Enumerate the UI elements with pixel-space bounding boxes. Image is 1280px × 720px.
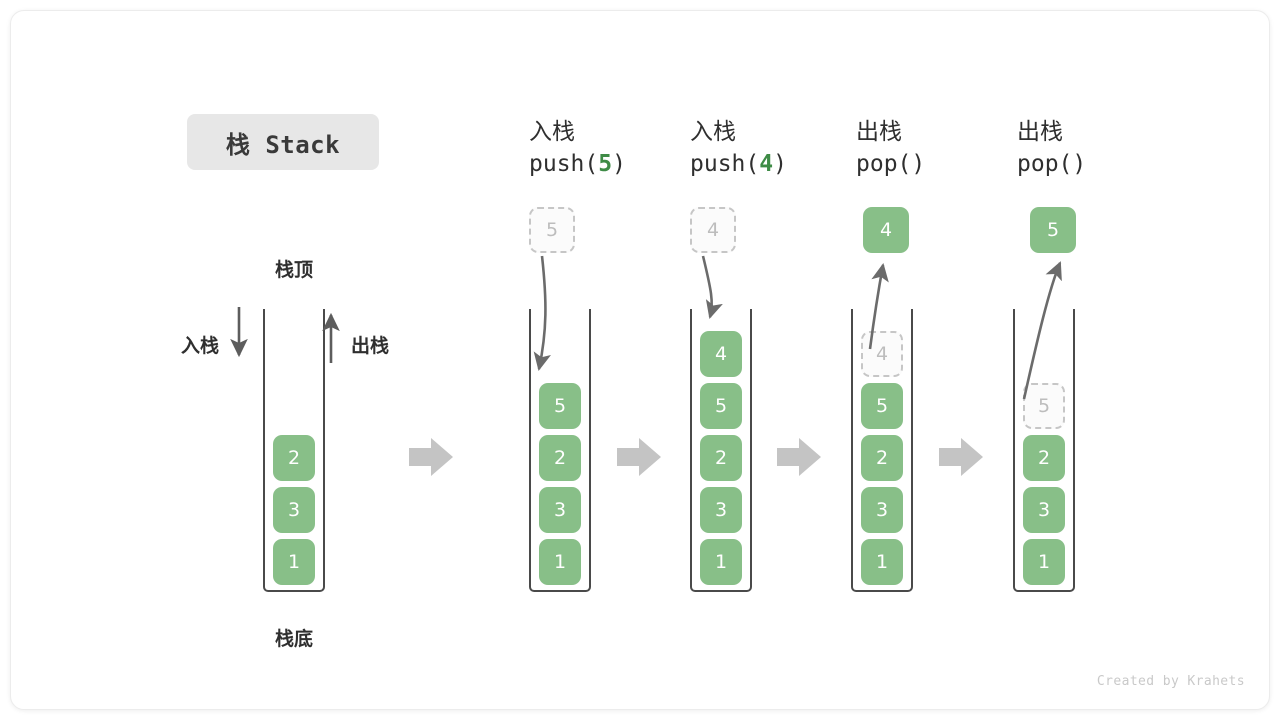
stack-cell: 3 [700, 487, 742, 533]
header-code-suffix: ) [911, 150, 926, 177]
header-code-label: push(5) [529, 149, 626, 181]
stack-cell: 2 [539, 435, 581, 481]
floating-popped-cell: 4 [863, 207, 909, 253]
header-code-prefix: push( [690, 150, 760, 177]
header-code-suffix: ) [612, 150, 626, 177]
diagram-card: 栈 Stack 栈顶 栈底 入栈 出栈 2 3 1 入栈 push(5) 5 5… [10, 10, 1270, 710]
header-code-prefix: push( [529, 150, 599, 177]
header-code-label: pop() [1017, 149, 1086, 181]
stack-ghost-cell: 4 [861, 331, 903, 377]
label-stack-top: 栈顶 [274, 259, 313, 281]
stack-cell: 2 [700, 435, 742, 481]
column-header-pop-1: 出栈 pop() [856, 117, 925, 180]
stack-cell: 3 [1023, 487, 1065, 533]
header-code-label: push(4) [690, 149, 787, 181]
floating-ghost-cell: 4 [690, 207, 736, 253]
stack-walls [690, 309, 752, 592]
stack-walls [263, 309, 325, 592]
diagram-stage: 栈 Stack 栈顶 栈底 入栈 出栈 2 3 1 入栈 push(5) 5 5… [11, 11, 1269, 709]
header-cn-label: 入栈 [690, 119, 736, 145]
flow-separator-arrow [617, 438, 661, 476]
header-code-prefix: pop( [1017, 150, 1073, 177]
header-code-value: 4 [759, 150, 774, 177]
stack-walls [851, 309, 913, 592]
column-header-push-5: 入栈 push(5) [529, 117, 626, 180]
stack-column-push-4: 4 5 2 3 1 [690, 309, 752, 592]
header-code-suffix: ) [1072, 150, 1087, 177]
stack-walls [1013, 309, 1075, 592]
header-code-value: 5 [598, 150, 613, 177]
stack-cell: 3 [539, 487, 581, 533]
stack-cell: 1 [539, 539, 581, 585]
header-cn-label: 入栈 [529, 119, 575, 145]
stack-column-push-5: 5 2 3 1 [529, 309, 591, 592]
header-code-prefix: pop( [856, 150, 912, 177]
floating-popped-cell: 5 [1030, 207, 1076, 253]
header-code-label: pop() [856, 149, 925, 181]
header-code-suffix: ) [773, 150, 787, 177]
footer-credit: Created by Krahets [1096, 674, 1245, 689]
floating-ghost-cell: 5 [529, 207, 575, 253]
stack-cell: 5 [539, 383, 581, 429]
flow-separator-arrow [777, 438, 821, 476]
stack-cell: 2 [273, 435, 315, 481]
stack-cell: 2 [861, 435, 903, 481]
label-pop: 出栈 [351, 335, 390, 357]
header-cn-label: 出栈 [856, 119, 902, 145]
stack-cell: 5 [700, 383, 742, 429]
stack-cell: 4 [700, 331, 742, 377]
flow-separator-arrow [939, 438, 983, 476]
stack-cell: 1 [861, 539, 903, 585]
stack-cell: 1 [1023, 539, 1065, 585]
label-stack-bottom: 栈底 [274, 628, 313, 650]
label-push: 入栈 [181, 335, 220, 357]
flow-separator-arrow [409, 438, 453, 476]
page-title: 栈 Stack [187, 114, 379, 170]
stack-column-initial: 2 3 1 [263, 309, 325, 592]
stack-ghost-cell: 5 [1023, 383, 1065, 429]
stack-cell: 2 [1023, 435, 1065, 481]
header-cn-label: 出栈 [1017, 119, 1063, 145]
stack-cell: 3 [861, 487, 903, 533]
column-header-pop-2: 出栈 pop() [1017, 117, 1086, 180]
stack-cell: 3 [273, 487, 315, 533]
stack-column-pop-2: 5 2 3 1 [1013, 309, 1075, 592]
stack-cell: 5 [861, 383, 903, 429]
push-motion-arrow [701, 255, 723, 320]
stack-column-pop-1: 4 5 2 3 1 [851, 309, 913, 592]
column-header-push-4: 入栈 push(4) [690, 117, 787, 180]
stack-cell: 1 [273, 539, 315, 585]
stack-walls [529, 309, 591, 592]
stack-cell: 1 [700, 539, 742, 585]
